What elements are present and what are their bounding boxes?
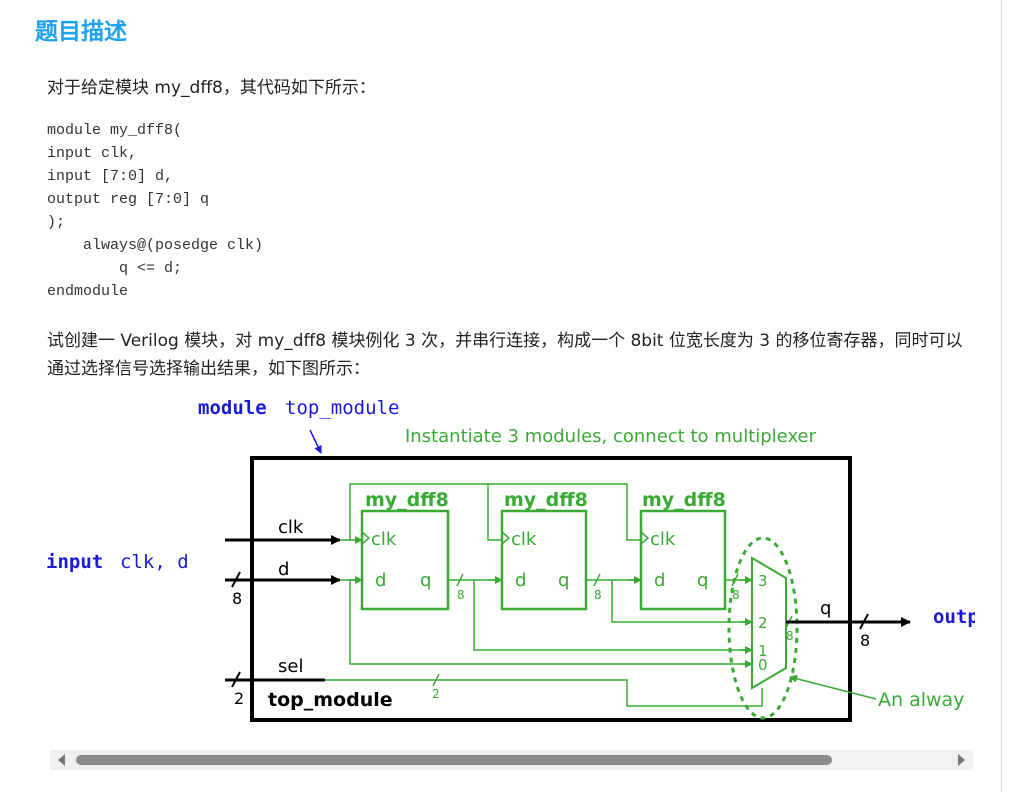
dff-clk-port: clk	[650, 529, 676, 550]
signal-q-label: q	[820, 598, 831, 619]
output-keyword: outp	[933, 606, 975, 628]
dff-title: my_dff8	[504, 489, 588, 511]
task-description: 试创建一 Verilog 模块，对 my_dff8 模块例化 3 次，并串行连接…	[47, 331, 963, 379]
code-line: input clk,	[47, 145, 138, 162]
always-block-ellipse	[727, 536, 799, 720]
dff-q-port: q	[558, 570, 569, 591]
dff-clk-port: clk	[371, 529, 397, 550]
module-keyword: module	[198, 397, 267, 419]
dff-q-port: q	[697, 570, 708, 591]
mux-input-3: 3	[758, 572, 768, 590]
module-pointer-arrow	[309, 429, 322, 454]
dff-instance-3: my_dff8 clk d q	[639, 489, 727, 611]
q-bus-slash	[859, 613, 869, 630]
always-note: An alway	[878, 689, 964, 711]
code-line: module my_dff8(	[47, 122, 183, 139]
sel-bus-slash	[231, 671, 241, 688]
top-module-label: top_module	[268, 689, 393, 711]
arrow-left-icon[interactable]	[58, 754, 65, 766]
sel-width-label: 2	[234, 689, 244, 708]
dff-d-port: d	[515, 570, 526, 591]
code-line: );	[47, 214, 66, 231]
signal-d-label: d	[278, 559, 289, 580]
code-line: endmodule	[47, 283, 129, 300]
horizontal-scrollbar[interactable]	[50, 750, 973, 770]
dff-instance-1: my_dff8 clk d q	[360, 489, 450, 611]
dff-d-port: d	[654, 570, 665, 591]
mux-input-2: 2	[758, 614, 768, 632]
arrow-right-icon[interactable]	[958, 754, 965, 766]
d-bus-slash	[231, 571, 241, 588]
bus-width-mux: 8	[786, 629, 794, 643]
signal-clk-label: clk	[278, 517, 304, 538]
module-name: top_module	[285, 397, 399, 419]
bus-width-2: 8	[594, 588, 602, 602]
code-line: q <= d;	[47, 260, 183, 277]
dff-title: my_dff8	[365, 489, 449, 511]
top-module-box	[250, 456, 852, 722]
section-title: 题目描述	[35, 19, 127, 45]
bus-width-1: 8	[457, 588, 465, 602]
dff-d-port: d	[375, 570, 386, 591]
d-width-label: 8	[232, 589, 242, 608]
mux-input-0: 0	[758, 656, 768, 674]
multiplexer: 3 2 1 0	[751, 556, 787, 690]
dff-instance-2: my_dff8 clk d q	[500, 489, 588, 611]
mux-input-1: 1	[758, 642, 768, 660]
input-names: clk, d	[120, 551, 189, 573]
scrollbar-thumb[interactable]	[76, 755, 832, 765]
intro-text: 对于给定模块 my_dff8，其代码如下所示：	[47, 78, 376, 98]
dff-q-port: q	[420, 570, 431, 591]
code-line: output reg [7:0] q	[47, 191, 210, 208]
bus-width-3: 8	[732, 588, 740, 602]
page-divider	[1001, 0, 1002, 792]
input-keyword: input	[46, 551, 103, 573]
bus-width-sel: 2	[432, 687, 440, 701]
instantiate-note: Instantiate 3 modules, connect to multip…	[405, 426, 817, 447]
q-width-label: 8	[860, 631, 870, 650]
always-note-arrow	[789, 674, 877, 700]
circuit-diagram: module top_module Instantiate 3 modules,…	[46, 397, 975, 722]
signal-sel-label: sel	[278, 656, 303, 677]
dff-clk-port: clk	[511, 529, 537, 550]
wiring-arrowheads	[350, 536, 753, 668]
diagram-container: module top_module Instantiate 3 modules,…	[0, 388, 975, 738]
code-line: always@(posedge clk)	[47, 237, 264, 254]
dff-title: my_dff8	[642, 489, 726, 511]
code-block: module my_dff8( input clk, input [7:0] d…	[47, 119, 263, 303]
code-line: input [7:0] d,	[47, 168, 174, 185]
